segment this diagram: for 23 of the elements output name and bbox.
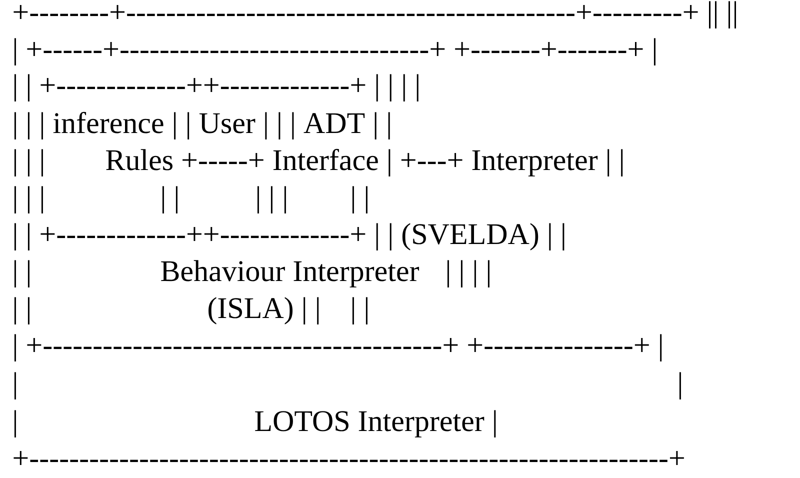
ascii-text-line: | | <box>352 297 368 324</box>
ascii-text-line: +----------------------------------------------------------------+ <box>14 451 684 466</box>
ascii-text-line: | | | | <box>447 260 490 288</box>
ascii-text-line: | <box>14 372 16 400</box>
ascii-text-line: | | | <box>14 149 43 176</box>
ascii-text-line: | | <box>14 260 30 288</box>
ascii-text-line: LOTOS Interpreter | <box>255 410 496 438</box>
ascii-text-line: | <box>679 372 681 400</box>
ascii-text-line: | +----------------------------------------+ +---------------+ | <box>14 334 662 362</box>
ascii-text-line: (ISLA) | | <box>208 297 319 324</box>
ascii-text-line: | +------+-------------------------------+ +-------+-------+ | <box>14 38 656 66</box>
ascii-text-line: | | +-------------++-------------+ | | (SVELDA) | | <box>14 223 564 250</box>
ascii-text-line: | <box>14 410 16 438</box>
ascii-text-line: | | | <box>257 186 286 214</box>
ascii-text-line: +--------+---------------------------------------------+---------+ || || <box>14 1 736 28</box>
ascii-text-line: | | <box>352 186 368 214</box>
ascii-text-line: | | | <box>14 186 43 214</box>
ascii-text-line: | | | inference | | User | | | ADT | | <box>14 112 390 140</box>
ascii-text-line: Behaviour Interpreter <box>161 260 420 288</box>
ascii-text-line: | | <box>14 297 30 324</box>
ascii-text-line: | | <box>162 186 178 214</box>
ascii-text-line: Rules +-----+ Interface | +---+ Interpreter | | <box>106 148 623 176</box>
ascii-text-line: | | +-------------++-------------+ | | | | <box>14 74 418 102</box>
